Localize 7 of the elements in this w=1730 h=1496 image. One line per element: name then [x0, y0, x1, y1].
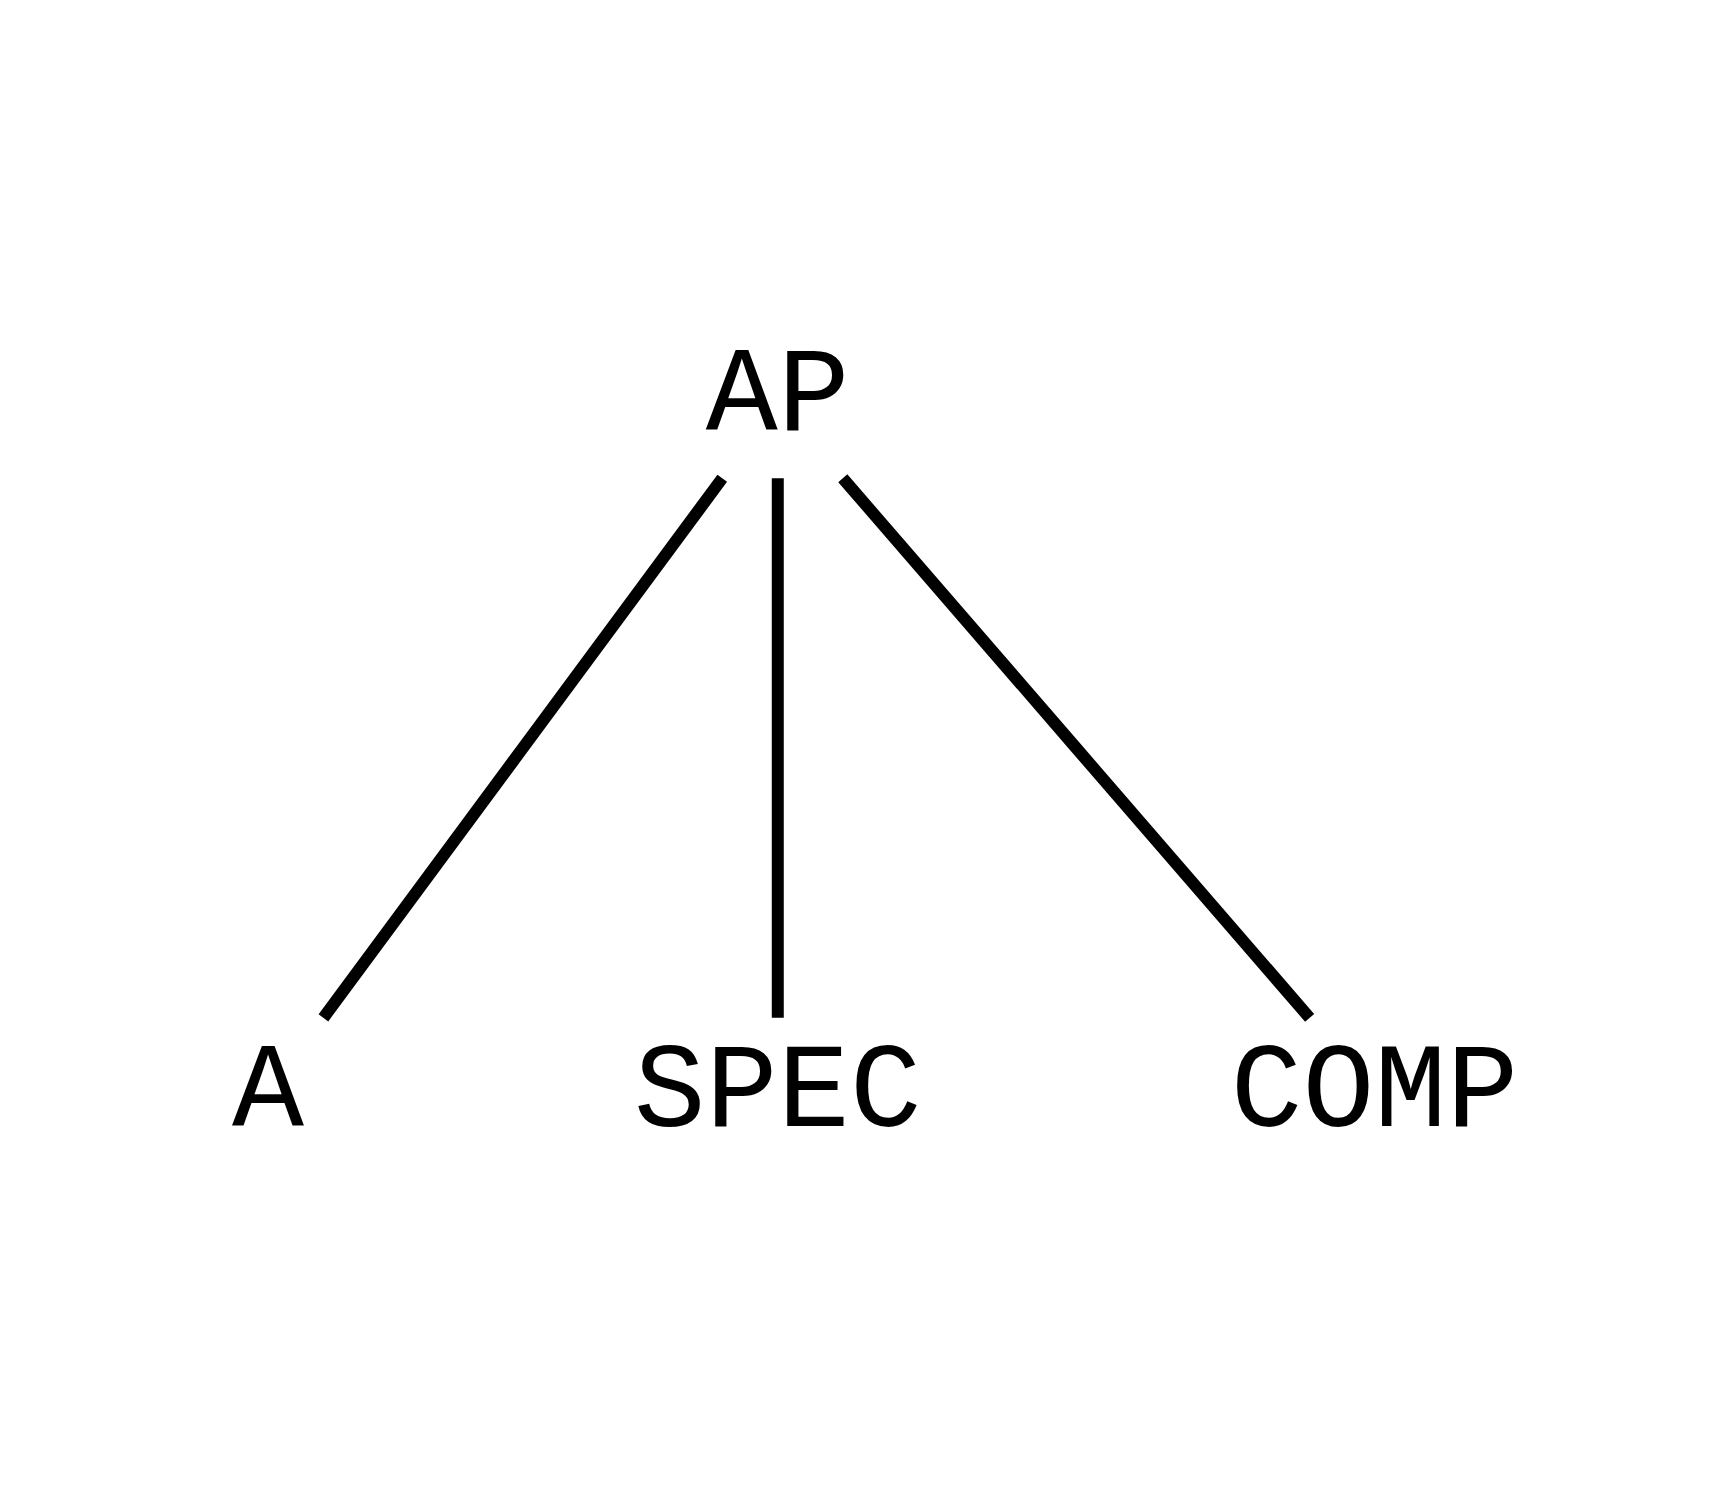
connector — [771, 478, 784, 1018]
connector — [318, 474, 727, 1022]
node-text: COMP — [1230, 1025, 1519, 1162]
node-text: AP — [705, 330, 850, 467]
node-text: A — [231, 1025, 304, 1162]
connector — [837, 474, 1314, 1022]
node-text: SPEC — [633, 1025, 922, 1162]
